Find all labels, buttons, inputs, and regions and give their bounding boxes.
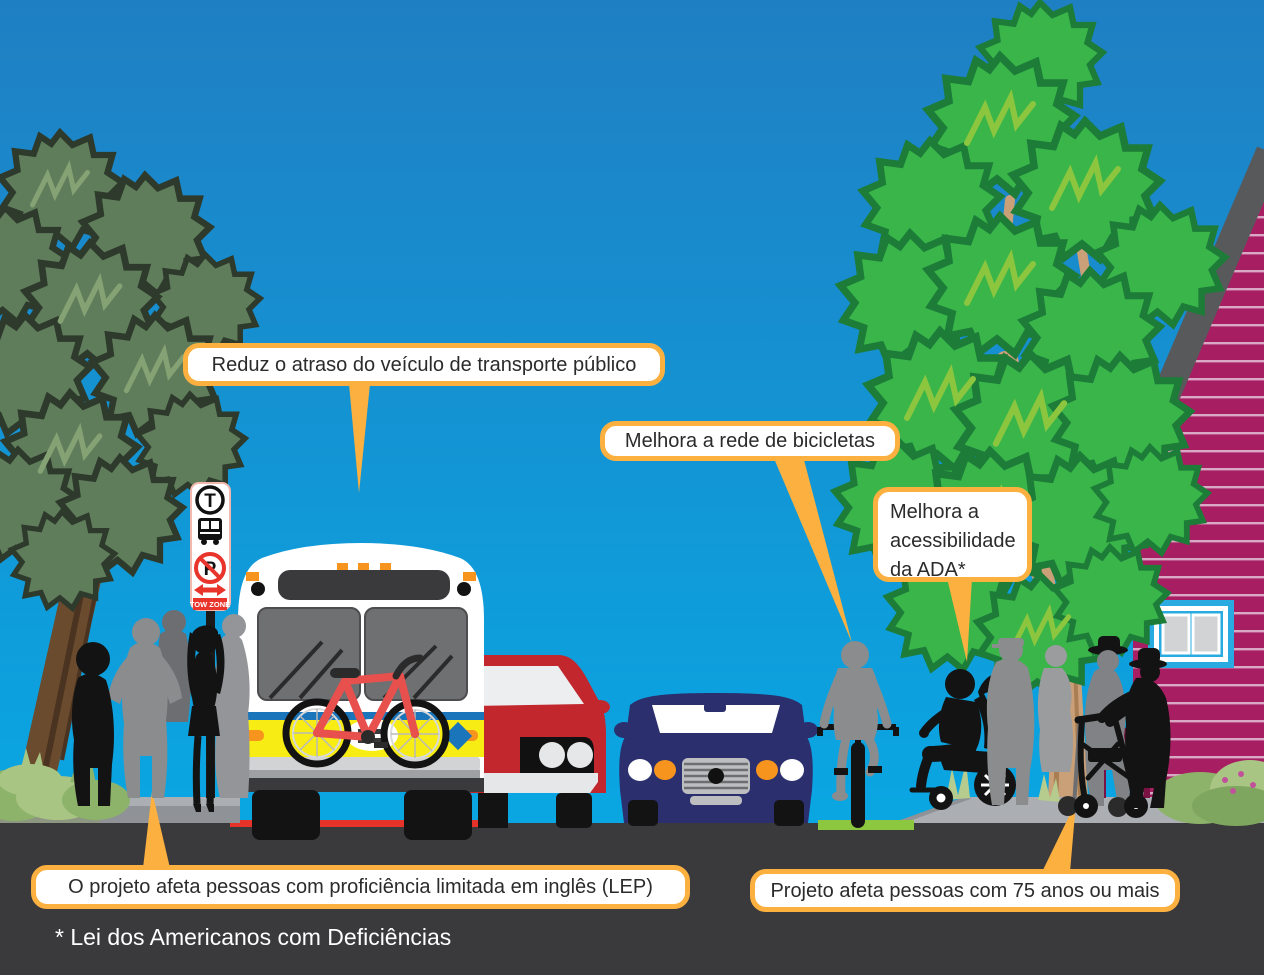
curb-red-line: [230, 820, 508, 827]
callout-bike-network: Melhora a rede de bicicletas: [600, 421, 900, 461]
ada-footnote: * Lei dos Americanos com Deficiências: [55, 924, 452, 950]
bus: [238, 543, 484, 840]
senior-small: [1037, 645, 1073, 772]
callout-text: Projeto afeta pessoas com 75 anos ou mai…: [770, 879, 1160, 902]
cyclist-head: [841, 641, 869, 669]
bike-on-rack: [282, 654, 450, 769]
bus-windshield-right: [364, 607, 468, 701]
pointer-ada: [947, 578, 972, 662]
callout-text: Melhora a acessibilidade da ADA*: [890, 501, 1016, 581]
mbta-diamond: [443, 721, 473, 751]
red-car: [470, 655, 610, 828]
pointer-transit-delay: [349, 384, 370, 493]
tow-zone-plate: TOW ZONE: [190, 598, 230, 610]
rider-woman-heels: [187, 625, 225, 812]
pointer-seniors: [1042, 802, 1076, 872]
callout-text: O projeto afeta pessoas com proficiência…: [68, 876, 653, 898]
callout-lep-riders: O projeto afeta pessoas com proficiência…: [31, 865, 690, 909]
curb-ramp: [897, 795, 971, 825]
transit-t-logo-icon: T: [195, 485, 225, 515]
walker-user: [1058, 648, 1171, 818]
pointer-bike-network: [773, 456, 852, 643]
pointer-lep: [143, 791, 170, 868]
callout-transit-delay: Reduz o atraso do veículo de transporte …: [183, 343, 665, 386]
destination-sign: [278, 570, 450, 600]
callout-text: Reduz o atraso do veículo de transporte …: [211, 353, 637, 376]
blue-car: [614, 693, 818, 826]
red-car-mirror: [590, 700, 610, 714]
rider-hands-on-hips: [108, 618, 182, 798]
bike-lane: [818, 820, 914, 830]
svg-text:T: T: [204, 491, 216, 512]
red-car-windshield: [470, 666, 584, 706]
bus-icon: [198, 518, 222, 545]
no-parking-icon: P: [194, 552, 226, 584]
callout-text: Melhora a rede de bicicletas: [624, 430, 876, 452]
svg-text:TOW ZONE: TOW ZONE: [190, 600, 230, 609]
house-window: [1148, 600, 1234, 668]
callout-seniors-75: Projeto afeta pessoas com 75 anos ou mai…: [750, 869, 1180, 912]
rider-afro: [71, 642, 114, 806]
cyclist: [817, 641, 899, 828]
callout-ada-accessibility: Melhora a acessibilidade da ADA*: [873, 487, 1032, 582]
blue-car-windshield: [652, 705, 780, 733]
waiting-riders: [71, 610, 250, 812]
senior-with-cap: [986, 638, 1035, 805]
bushes-right: [1154, 760, 1264, 826]
double-arrow-icon: [194, 584, 226, 596]
callout-pointers: [143, 384, 1076, 872]
